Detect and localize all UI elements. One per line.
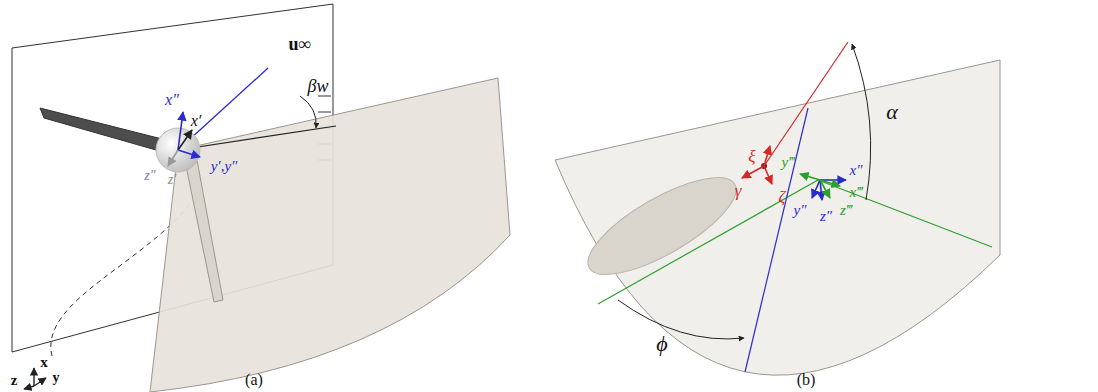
axis-label: ξ xyxy=(748,148,755,165)
global-axes xyxy=(24,368,46,389)
axis-label: y″ xyxy=(794,203,807,218)
axis-label: ϕ xyxy=(656,333,667,355)
axis-label: u∞ xyxy=(289,35,312,53)
axis-label: y xyxy=(53,371,60,385)
axis-label: z′ xyxy=(168,173,177,187)
axis-label: (a) xyxy=(245,372,263,388)
axis-label: z″ xyxy=(144,169,155,183)
axis-label: x‴ xyxy=(850,185,863,200)
axis-label: y′,y″ xyxy=(211,159,238,174)
axis-label: (b) xyxy=(797,372,816,388)
angle-arc xyxy=(618,300,744,339)
axis-label: z″ xyxy=(820,209,832,224)
angle-arc xyxy=(300,96,316,128)
axis-label: z‴ xyxy=(840,203,852,218)
rotor-sector xyxy=(150,78,510,392)
axis-label: x′ xyxy=(191,113,202,129)
axis-label: z xyxy=(11,373,18,388)
blade xyxy=(186,160,223,302)
blade xyxy=(40,108,170,154)
axis-label: βw xyxy=(308,77,329,95)
axis-label: x xyxy=(40,355,48,370)
axis-label: x″ xyxy=(850,163,863,178)
hub xyxy=(156,128,200,172)
axis-label: x″ xyxy=(165,92,179,108)
chord-line xyxy=(764,42,848,166)
reference-line xyxy=(818,180,992,247)
blade xyxy=(575,160,748,292)
axis-label: α xyxy=(886,101,898,123)
axis-label: ζ xyxy=(779,188,786,205)
axis-label: γ xyxy=(735,182,742,199)
wind-direction xyxy=(178,126,336,150)
hub-axes xyxy=(800,174,846,200)
axis-label: y‴ xyxy=(782,155,795,170)
blade-frame xyxy=(742,146,772,184)
rotor-sector xyxy=(555,60,1000,375)
